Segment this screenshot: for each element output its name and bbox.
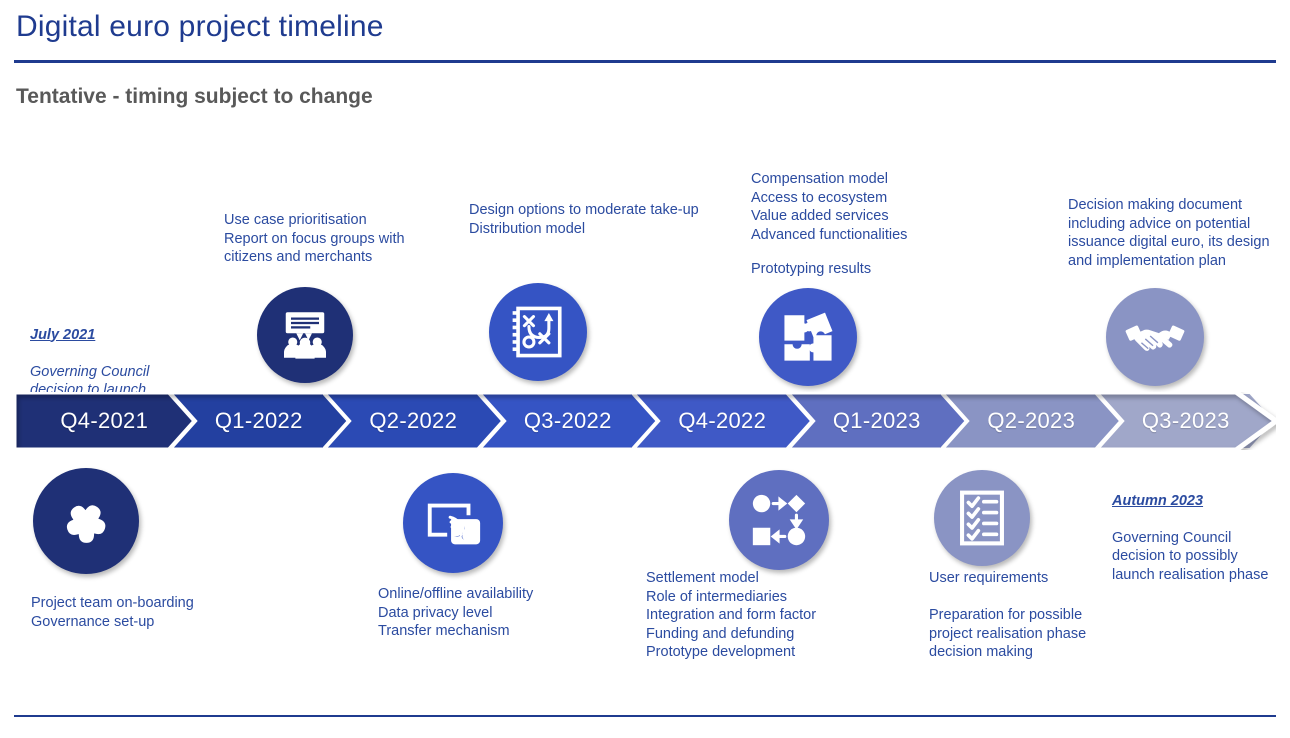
wireless-device-icon [427, 503, 481, 545]
strategy-board-icon [512, 306, 562, 358]
note-prototyping: Prototyping results [751, 261, 872, 277]
title-divider [14, 60, 1276, 63]
checklist-icon-circle [934, 470, 1030, 566]
note-preparation: Preparation for possible project realisa… [929, 607, 1087, 660]
timeline-segment-q3-2023[interactable]: Q3-2023 [1095, 392, 1276, 450]
timeline-segment-label: Q3-2023 [1141, 408, 1230, 433]
timeline-segment-q2-2023[interactable]: Q2-2023 [941, 392, 1122, 450]
timeline-bar: Q4-2021 Q1-2022 Q2-2022 Q3-2022 Q4-2022 Q1-20… [14, 392, 1276, 450]
flowchart-icon-circle [729, 470, 829, 570]
page-subtitle: Tentative - timing subject to change [16, 85, 373, 108]
wireless-device-icon-circle [403, 473, 503, 573]
note-compensation: Compensation model Access to ecosystem V… [751, 171, 908, 243]
note-settlement: Settlement model Role of intermediaries … [646, 570, 817, 660]
note-design-options: Design options to moderate take-up Distr… [469, 202, 699, 237]
teamwork-icon-circle [33, 468, 139, 574]
timeline-segment-q4-2022[interactable]: Q4-2022 [632, 392, 813, 450]
timeline-segment-q3-2022[interactable]: Q3-2022 [477, 392, 658, 450]
note-july-2021-lead: July 2021 [30, 326, 96, 343]
timeline-segment-q1-2022[interactable]: Q1-2022 [168, 392, 349, 450]
timeline-segment-label: Q2-2023 [987, 408, 1076, 433]
strategy-icon-circle [489, 283, 587, 381]
puzzle-pieces-icon [784, 312, 833, 361]
note-project-team: Project team on-boarding Governance set-… [31, 595, 194, 630]
focus-group-icon-circle [257, 287, 353, 383]
timeline-segment-label: Q1-2022 [214, 408, 303, 433]
timeline-segment-label: Q4-2022 [678, 408, 767, 433]
teamwork-hands-icon [66, 505, 106, 543]
note-autumn-2023: Autumn 2023 Governing Council decision t… [1112, 473, 1290, 584]
note-autumn-2023-body: Governing Council decision to possibly l… [1112, 529, 1269, 583]
timeline-segment-label: Q1-2023 [832, 408, 921, 433]
note-autumn-2023-lead: Autumn 2023 [1112, 492, 1204, 509]
timeline-segment-label: Q2-2022 [369, 408, 458, 433]
handshake-icon [1125, 325, 1185, 351]
timeline-segment-label: Q4-2021 [60, 408, 149, 433]
note-use-case: Use case prioritisation Report on focus … [224, 212, 405, 265]
timeline-segment-label: Q3-2022 [523, 408, 612, 433]
handshake-icon-circle [1106, 288, 1204, 386]
puzzle-icon-circle [759, 288, 857, 386]
timeline-segment-q2-2022[interactable]: Q2-2022 [323, 392, 504, 450]
note-decision-document: Decision making document including advic… [1068, 197, 1270, 269]
footer-divider [14, 715, 1276, 717]
focus-group-icon [284, 312, 326, 359]
timeline-segment-q1-2023[interactable]: Q1-2023 [786, 392, 967, 450]
note-online-offline: Online/offline availability Data privacy… [378, 586, 534, 639]
timeline-segment-q4-2021[interactable]: Q4-2021 [14, 392, 195, 450]
checklist-icon [960, 490, 1004, 546]
note-user-requirements: User requirements [929, 570, 1049, 586]
page-title: Digital euro project timeline [16, 10, 384, 43]
flowchart-icon [752, 494, 806, 546]
